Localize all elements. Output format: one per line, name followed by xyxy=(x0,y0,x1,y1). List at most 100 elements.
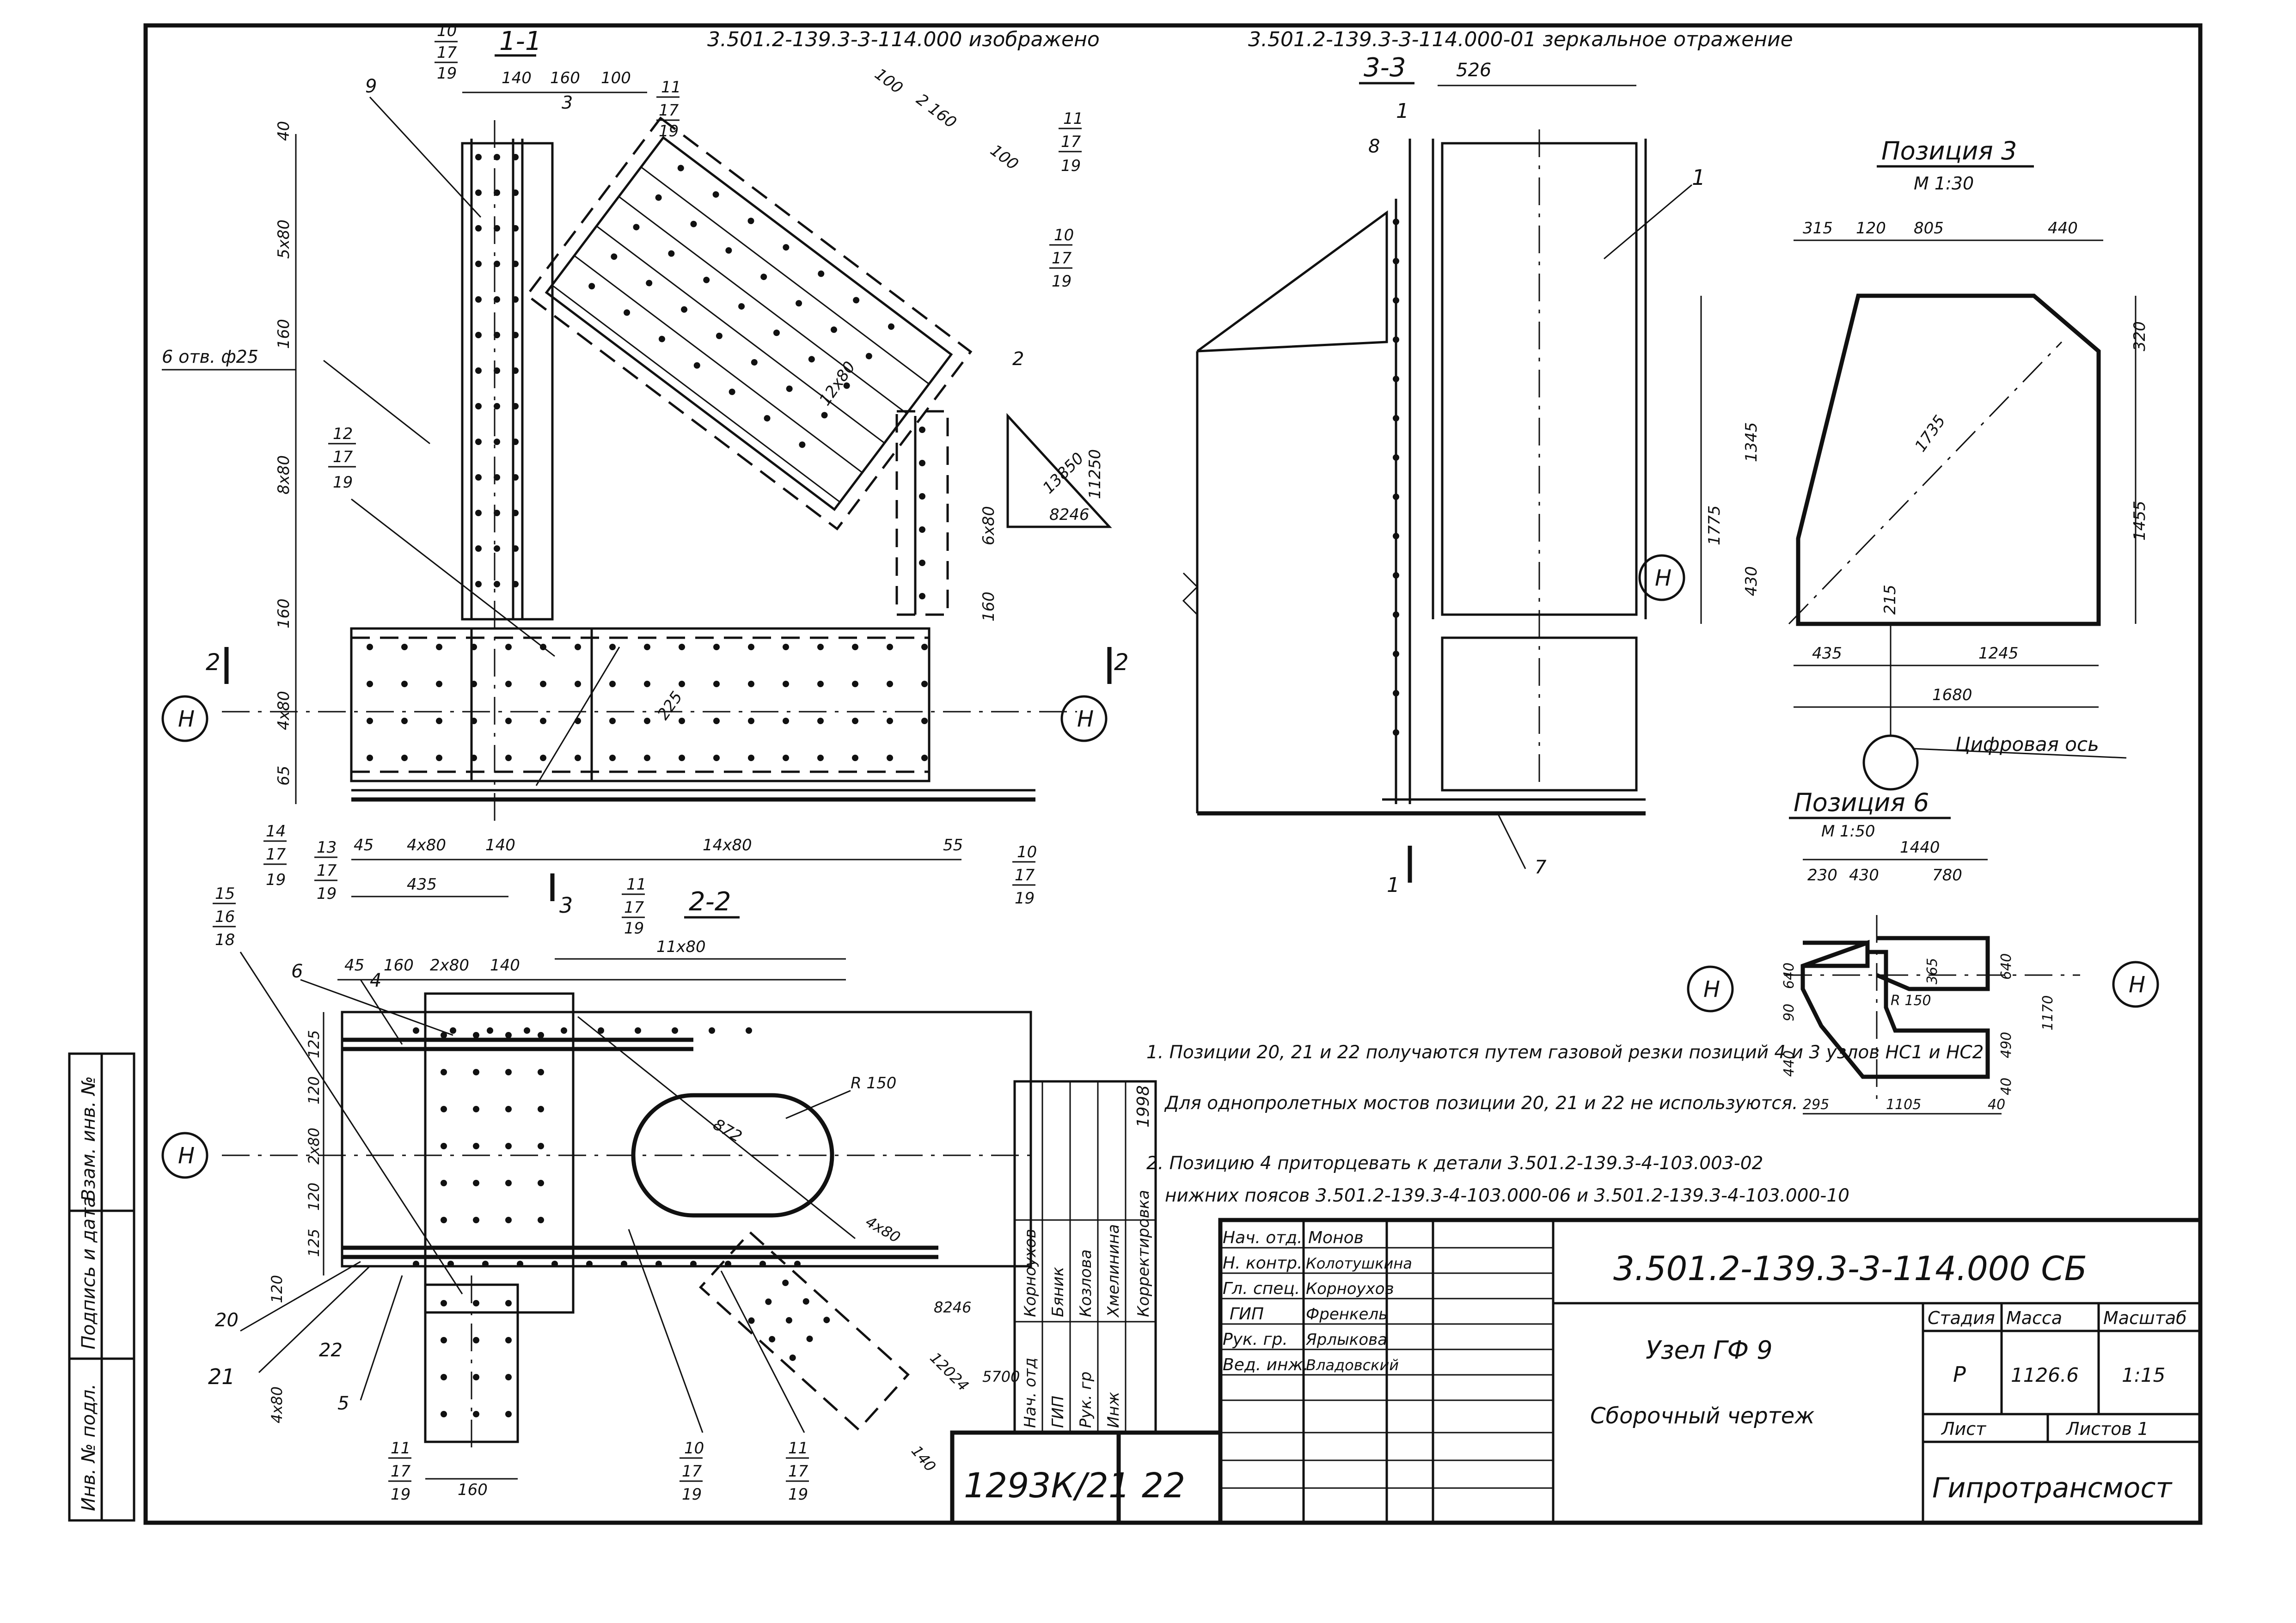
bolt-dot xyxy=(473,1217,479,1223)
dim-left-2: 5x80 xyxy=(275,220,293,259)
bolt-dot xyxy=(655,1261,662,1267)
callout-ref-13: 13 17 19 xyxy=(314,838,337,903)
dim-left-5: 160 xyxy=(275,598,293,628)
pos3-dim-9: 1455 xyxy=(2131,500,2149,541)
bolt-dot xyxy=(646,280,653,287)
bolt-dot xyxy=(806,1336,813,1342)
bolt-dot xyxy=(475,581,482,587)
svg-text:10: 10 xyxy=(684,1439,704,1458)
bolt-dot xyxy=(473,1300,479,1306)
svg-text:17: 17 xyxy=(391,1462,411,1481)
svg-text:19: 19 xyxy=(1015,889,1035,908)
bolt-dot xyxy=(475,474,482,481)
bolt-dot xyxy=(817,755,824,761)
pos3-dim-7: 1345 xyxy=(1742,422,1761,462)
bolt-dot xyxy=(575,681,581,687)
bolt-dot xyxy=(538,1180,544,1186)
position-3-title: Позиция 3 xyxy=(1881,136,2017,165)
bolt-dot xyxy=(494,367,500,374)
bolt-dot xyxy=(471,718,477,724)
position-6-scale: М 1:50 xyxy=(1821,822,1875,841)
dim-top-2: 160 xyxy=(550,69,580,87)
pos6-dim-10: 1170 xyxy=(2040,995,2056,1031)
bolt-dot xyxy=(748,681,754,687)
bolt-dot xyxy=(1393,258,1399,264)
svg-text:19: 19 xyxy=(437,64,457,83)
v22-dim-5: 11x80 xyxy=(656,938,706,956)
triangle-dim-3: 8246 xyxy=(1049,506,1090,524)
svg-text:19: 19 xyxy=(1052,272,1071,291)
pos3-dim-10: 430 xyxy=(1742,566,1761,596)
v22-dim-12: 4x80 xyxy=(268,1386,286,1423)
bolt-dot xyxy=(538,1217,544,1223)
bolt-dot xyxy=(1393,494,1399,500)
bolt-dot xyxy=(1393,651,1399,657)
bolt-dot xyxy=(450,1027,456,1034)
sheet-number: 22 xyxy=(1142,1466,1185,1506)
svg-text:19: 19 xyxy=(333,473,353,492)
bolt-dot xyxy=(441,1217,447,1223)
bolt-dot xyxy=(921,718,928,724)
svg-text:10: 10 xyxy=(437,22,457,40)
svg-text:10: 10 xyxy=(1017,843,1037,861)
callout-ref-11-bot3: 11 17 19 xyxy=(786,1439,809,1504)
bolt-dot xyxy=(853,297,860,304)
note-2: 2. Позицию 4 приторцевать к детали 3.501… xyxy=(1146,1153,1763,1174)
callout-ref-11-top: 11 17 19 xyxy=(656,78,681,140)
svg-text:11: 11 xyxy=(788,1439,808,1458)
axis-marker-2-2 xyxy=(161,1132,208,1179)
callout-5: 6 xyxy=(291,961,303,982)
svg-text:17: 17 xyxy=(1061,133,1081,151)
pos3-dim-3: 805 xyxy=(1914,219,1944,238)
bolt-dot xyxy=(764,415,771,422)
bolt-dot xyxy=(1393,376,1399,382)
stage-value: Р xyxy=(1953,1362,1966,1387)
bolt-dot xyxy=(611,253,618,260)
bolt-dot xyxy=(475,367,482,374)
bolt-dot xyxy=(609,644,616,650)
bolt-dot xyxy=(436,755,442,761)
svg-text:17: 17 xyxy=(682,1462,702,1481)
bolt-dot xyxy=(471,644,477,650)
axis-marker-pos6-right xyxy=(2112,961,2159,1008)
pos6-dim-8: 640 xyxy=(1998,953,2014,980)
bolt-dot xyxy=(1393,297,1399,304)
svg-text:17: 17 xyxy=(437,43,457,62)
v22-dim-13: R 150 xyxy=(851,1074,896,1092)
dim-top-1: 140 xyxy=(502,69,532,87)
bolt-dot xyxy=(624,309,631,316)
callout-22: 22 xyxy=(319,1340,343,1361)
bolt-dot xyxy=(473,1032,479,1038)
dim-left-1: 40 xyxy=(275,121,293,141)
bolt-dot xyxy=(852,644,858,650)
dim-left-3: 160 xyxy=(275,319,293,349)
bolt-dot xyxy=(709,1027,715,1034)
svg-text:18: 18 xyxy=(215,931,235,949)
v22-dim-20: 160 xyxy=(458,1481,488,1499)
pos3-dim-1: 315 xyxy=(1803,219,1833,238)
pos3-dim-12: 435 xyxy=(1812,644,1842,663)
svg-text:Корректировка: Корректировка xyxy=(1134,1190,1153,1317)
bolt-dot xyxy=(609,681,616,687)
bolt-dot xyxy=(725,247,732,254)
bolt-dot xyxy=(473,1106,479,1112)
bolt-dot xyxy=(475,296,482,303)
bolt-dot xyxy=(817,718,824,724)
dim-bottom-6: 435 xyxy=(407,875,437,894)
bolt-dot xyxy=(919,526,925,533)
bolt-pattern-1-1 xyxy=(367,154,928,761)
v22-dim-1: 45 xyxy=(344,956,364,975)
bolt-dot xyxy=(505,1337,512,1343)
bolt-dot xyxy=(681,306,688,313)
dim-top-3: 100 xyxy=(601,69,631,87)
svg-text:19: 19 xyxy=(659,122,679,140)
svg-text:17: 17 xyxy=(1015,866,1035,885)
view-section-3-3: 3-3 526 1 8 7 1 1 xyxy=(1196,53,1705,897)
svg-text:Корноухов: Корноухов xyxy=(1021,1229,1040,1317)
bolt-dot xyxy=(693,362,700,369)
v22-dim-3: 2x80 xyxy=(430,956,469,975)
bolt-dot xyxy=(475,154,482,160)
callout-ref-15: 15 16 18 xyxy=(213,885,236,949)
svg-text:Монов: Монов xyxy=(1308,1228,1364,1247)
bolt-dot xyxy=(738,303,745,310)
